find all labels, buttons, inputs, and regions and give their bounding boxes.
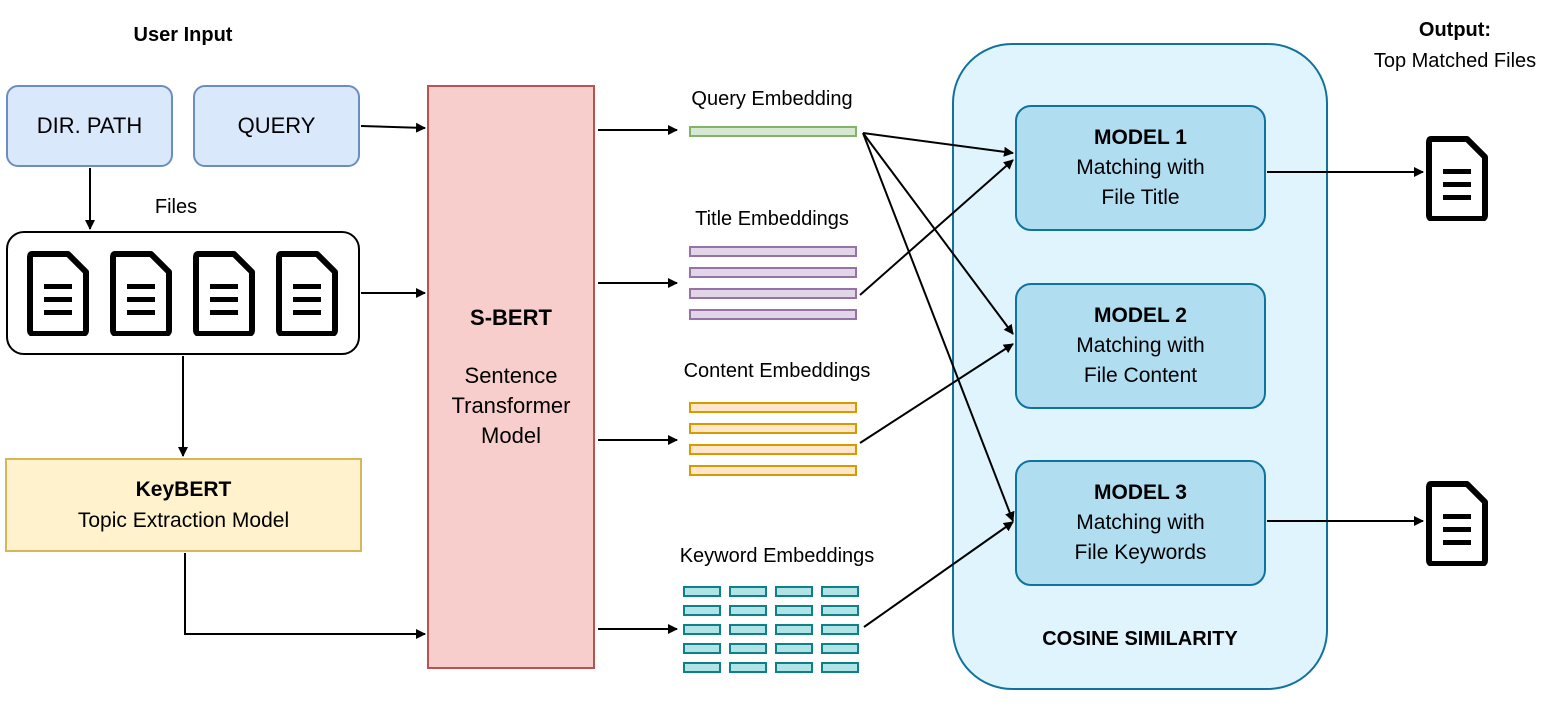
keyword-embedding-cell xyxy=(683,605,721,616)
user-input-heading: User Input xyxy=(133,24,233,46)
arrow-query-model3 xyxy=(862,132,1015,522)
query-label: QUERY xyxy=(237,113,316,138)
keyword-embedding-cell xyxy=(683,662,721,673)
query-embedding-bar xyxy=(689,126,857,137)
document-icon xyxy=(276,251,338,336)
model-3-line1: Matching with xyxy=(1076,511,1205,534)
arrow-keybert-sbert xyxy=(184,553,426,639)
files-label: Files xyxy=(154,196,198,218)
sbert-line1: Sentence xyxy=(464,363,558,388)
content-embedding-bar xyxy=(689,465,857,476)
dir-path-box: DIR. PATH xyxy=(6,85,173,167)
sbert-title: S-BERT xyxy=(470,305,552,330)
keyword-embedding-cell xyxy=(683,643,721,654)
keyword-embedding-cell xyxy=(729,643,767,654)
document-icon xyxy=(193,251,255,336)
keyword-embedding-cell xyxy=(775,662,813,673)
output-heading: Output: xyxy=(1418,19,1492,41)
arrow-keyword-model3 xyxy=(863,521,1014,628)
model-3-box: MODEL 3 Matching with File Keywords xyxy=(1015,460,1266,586)
keyword-embedding-cell xyxy=(821,586,859,597)
keyword-embedding-cell xyxy=(821,643,859,654)
arrow-query-model2 xyxy=(862,132,1014,335)
keybert-subtitle: Topic Extraction Model xyxy=(77,509,290,532)
output-subheading: Top Matched Files xyxy=(1373,50,1537,72)
keyword-embedding-cell xyxy=(821,662,859,673)
dir-path-label: DIR. PATH xyxy=(36,113,143,138)
model-1-line2: File Title xyxy=(1101,186,1180,209)
keyword-embedding-cell xyxy=(775,586,813,597)
content-embedding-bar xyxy=(689,423,857,434)
model-2-line1: Matching with xyxy=(1076,334,1205,357)
sbert-line3: Model xyxy=(481,423,541,448)
keyword-embedding-cell xyxy=(683,624,721,635)
title-embedding-bar xyxy=(689,309,857,320)
title-embedding-bar xyxy=(689,267,857,278)
sbert-line2: Transformer xyxy=(451,393,571,418)
query-embedding-label: Query Embedding xyxy=(691,88,853,110)
keyword-embedding-cell xyxy=(775,605,813,616)
output-document-icon xyxy=(1426,481,1488,566)
model-3-title: MODEL 3 xyxy=(1094,481,1187,504)
keyword-embedding-cell xyxy=(729,662,767,673)
model-2-box: MODEL 2 Matching with File Content xyxy=(1015,283,1266,409)
model-1-box: MODEL 1 Matching with File Title xyxy=(1015,105,1266,231)
keyword-embedding-cell xyxy=(821,624,859,635)
title-embedding-bar xyxy=(689,246,857,257)
query-box: QUERY xyxy=(193,85,360,167)
arrow-query-sbert xyxy=(360,122,426,133)
keyword-embedding-cell xyxy=(821,605,859,616)
document-icon xyxy=(27,251,89,336)
model-1-title: MODEL 1 xyxy=(1094,126,1187,149)
keyword-embedding-cell xyxy=(775,643,813,654)
title-embedding-bar xyxy=(689,288,857,299)
sbert-box: S-BERT Sentence Transformer Model xyxy=(427,85,595,669)
keyword-embedding-cell xyxy=(729,624,767,635)
cosine-similarity-label: COSINE SIMILARITY xyxy=(1042,628,1238,650)
keybert-title: KeyBERT xyxy=(135,478,232,501)
document-icon xyxy=(110,251,172,336)
keybert-box: KeyBERT Topic Extraction Model xyxy=(5,458,362,552)
keyword-embedding-cell xyxy=(729,586,767,597)
model-3-line2: File Keywords xyxy=(1074,541,1207,564)
model-2-title: MODEL 2 xyxy=(1094,304,1187,327)
model-1-line1: Matching with xyxy=(1076,156,1205,179)
model-2-line2: File Content xyxy=(1083,364,1198,387)
content-embedding-bar xyxy=(689,402,857,413)
title-embeddings-label: Title Embeddings xyxy=(695,208,849,230)
keyword-embedding-cell xyxy=(775,624,813,635)
output-document-icon xyxy=(1426,136,1488,221)
arrow-title-model1 xyxy=(859,159,1014,296)
keyword-embedding-cell xyxy=(729,605,767,616)
arrow-query-model1 xyxy=(862,132,1014,157)
content-embeddings-label: Content Embeddings xyxy=(683,360,871,382)
keyword-embeddings-label: Keyword Embeddings xyxy=(679,545,875,567)
keyword-embedding-cell xyxy=(683,586,721,597)
content-embedding-bar xyxy=(689,444,857,455)
arrow-content-model2 xyxy=(859,343,1014,444)
